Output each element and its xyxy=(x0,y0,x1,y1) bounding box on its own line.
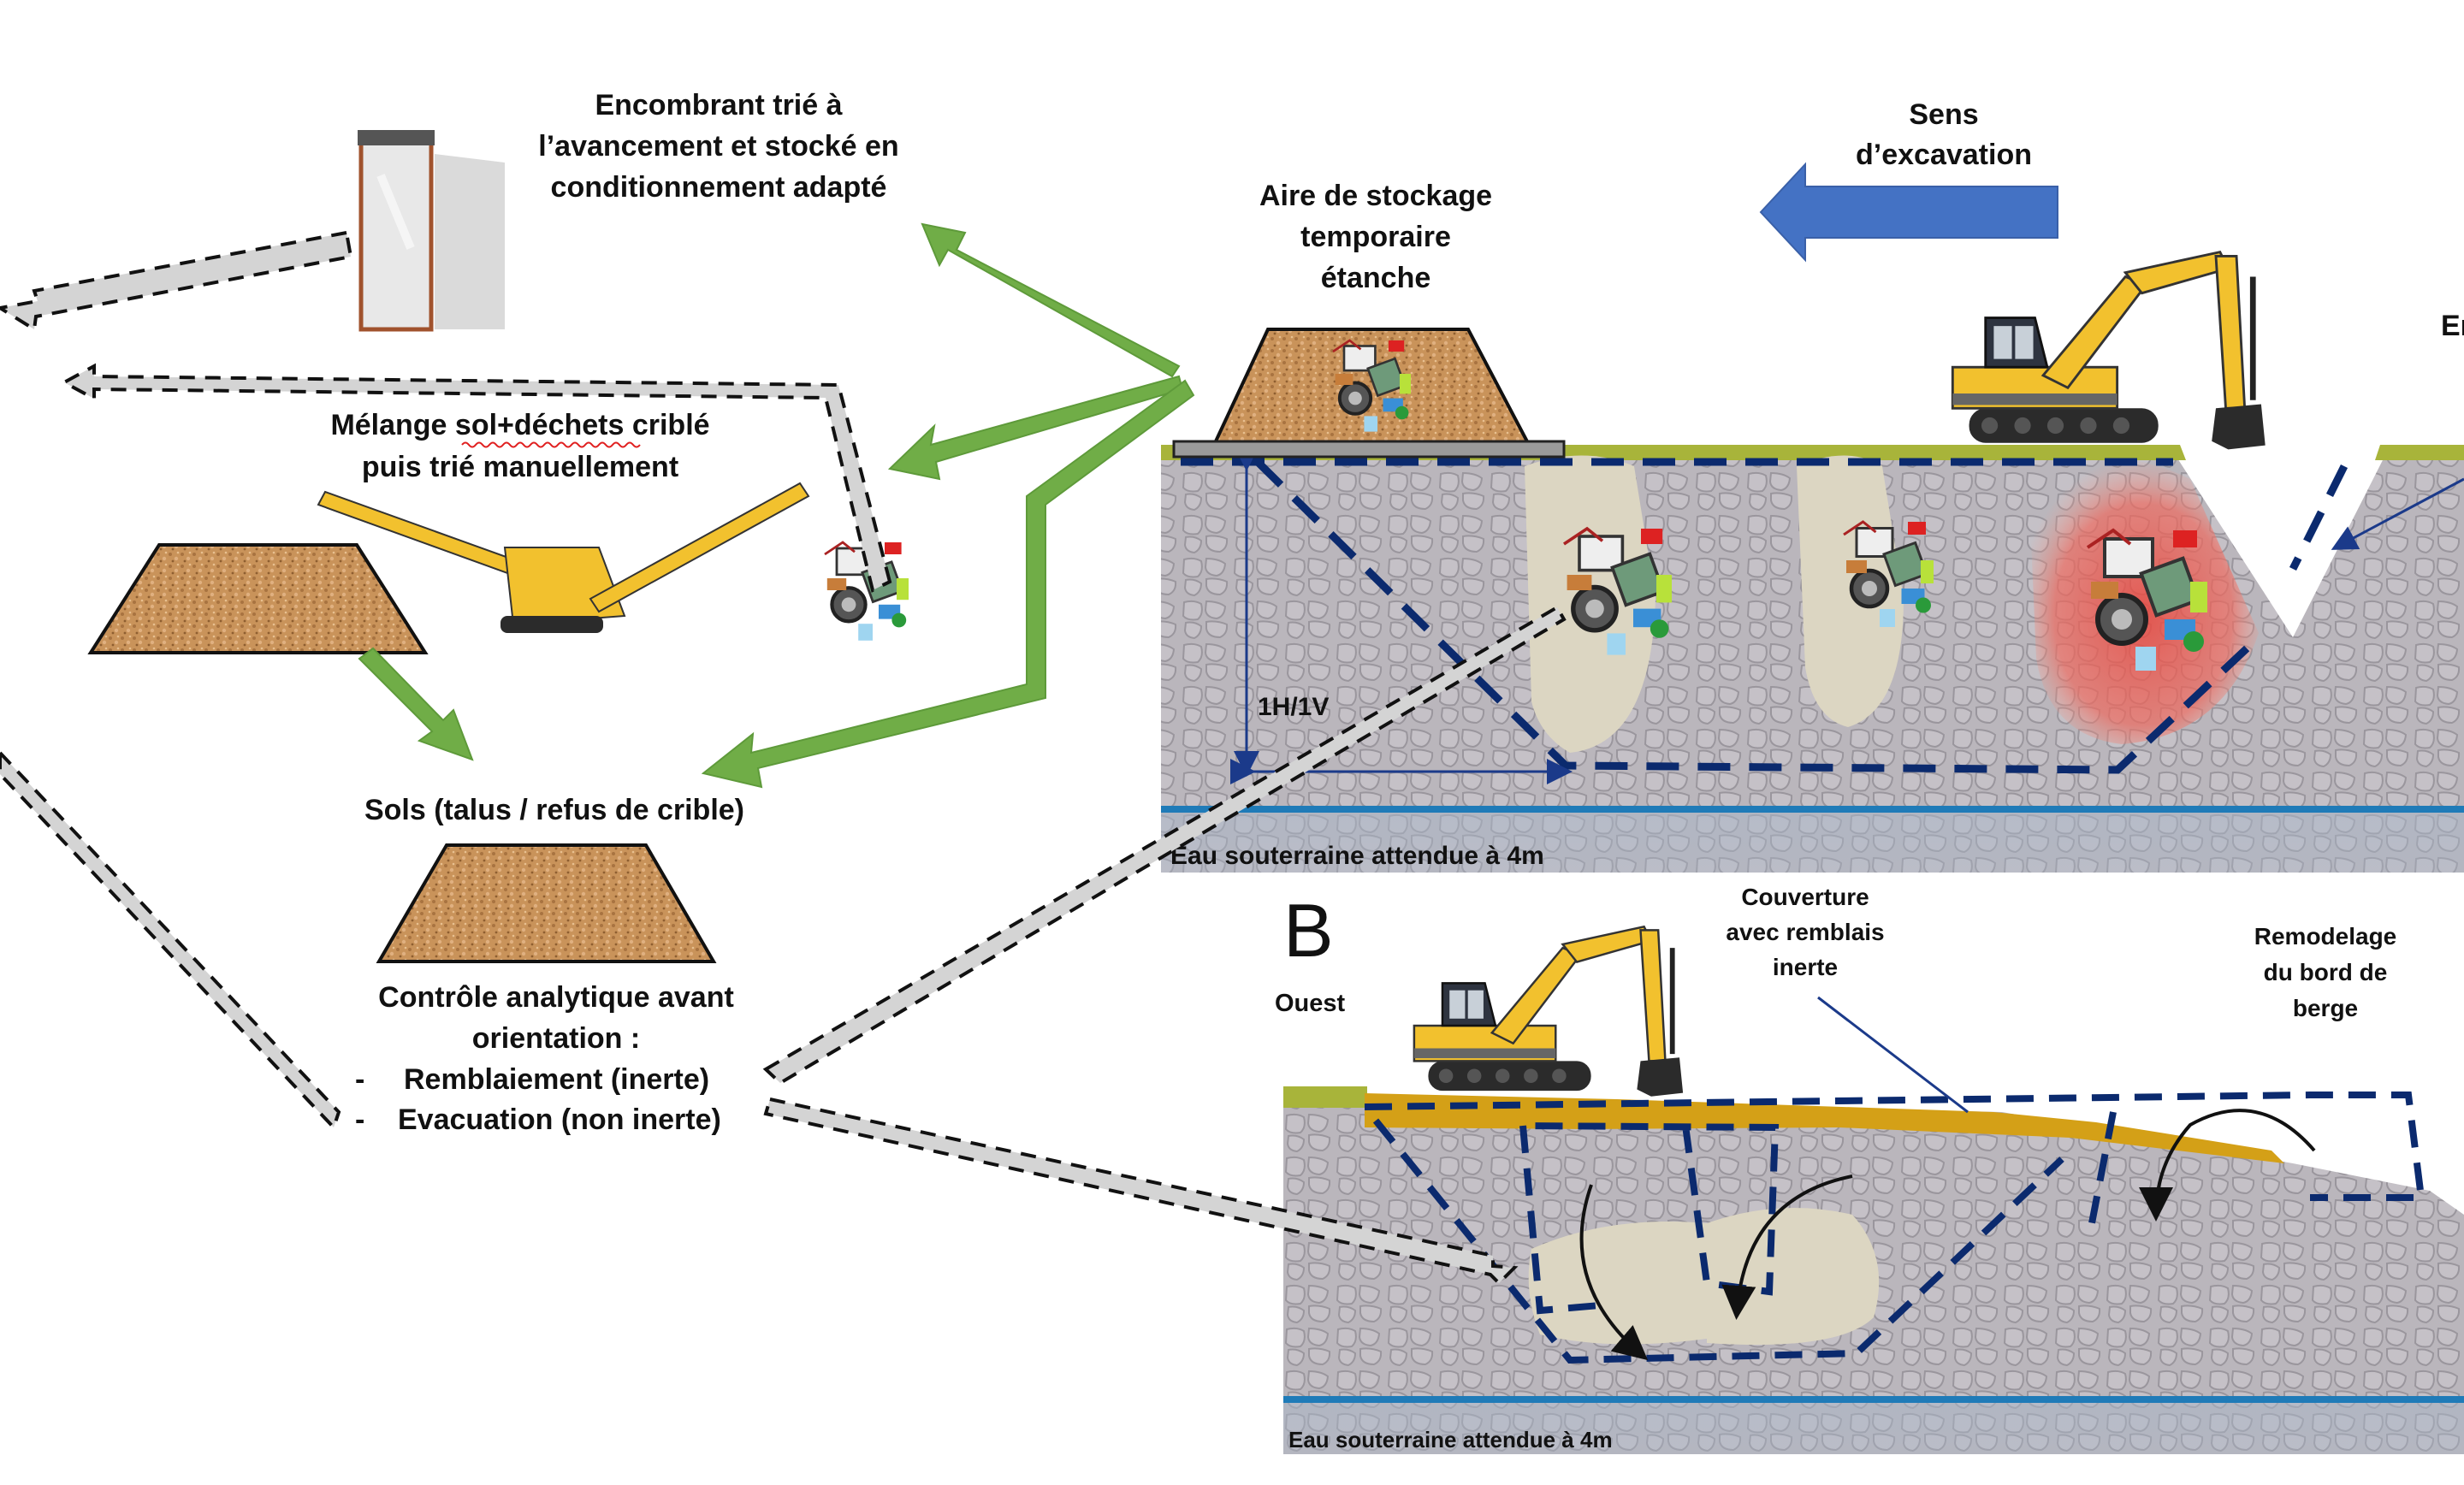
section-b-grass xyxy=(1283,1086,1367,1108)
rework-arrow-3 xyxy=(2139,1109,2316,1222)
svg-text:puis trié manuellement: puis trié manuellement xyxy=(362,451,678,483)
section-b-groundwater-zone xyxy=(1283,1399,2464,1454)
remodelage-label: Remodelage du bord de berge xyxy=(2254,923,2397,1021)
right-slope-pointer xyxy=(2331,477,2464,550)
melange-label: Mélange sol+déchets criblé puis trié man… xyxy=(330,409,709,483)
storage-area-label: Aire de stockage temporaire étanche xyxy=(1259,180,1492,294)
section-b-excavation-outline xyxy=(1364,1092,2426,1364)
svg-text:du bord de: du bord de xyxy=(2264,959,2388,985)
arrow-storage-to-soils xyxy=(701,379,1195,789)
section-a-grass-right xyxy=(2375,445,2464,460)
section-b-pocket-left xyxy=(1528,1222,1707,1345)
svg-text:conditionnement adapté: conditionnement adapté xyxy=(551,171,887,204)
svg-text:-: - xyxy=(355,1103,364,1136)
arrow-screened-to-soils xyxy=(358,647,474,761)
gray-dashed-arrows xyxy=(0,230,1567,1286)
controle-item-evacuation: - Evacuation (non inerte) xyxy=(355,1103,721,1136)
svg-text:Contrôle analytique avant: Contrôle analytique avant xyxy=(378,981,734,1014)
arrow-remblaiement-to-section-b xyxy=(763,1097,1519,1286)
arrow-encombrant-offsite xyxy=(0,230,353,333)
svg-text:Couverture: Couverture xyxy=(1741,884,1869,910)
sens-excavation-label: Sens d’excavation xyxy=(1856,98,2032,171)
svg-text:Sens: Sens xyxy=(1909,98,1978,131)
svg-text:avec remblais: avec remblais xyxy=(1726,919,1884,945)
arrow-sorted-waste-offsite xyxy=(60,363,892,593)
couverture-label: Couverture avec remblais inerte xyxy=(1726,884,1884,980)
green-flow-arrows xyxy=(358,222,1195,789)
section-b-letter: B xyxy=(1283,888,1334,973)
arrow-evacuation-offsite xyxy=(0,750,341,1131)
svg-text:Encombrant trié à: Encombrant trié à xyxy=(595,89,842,121)
inert-cover-layer xyxy=(1365,1093,2284,1163)
rework-arrow-2 xyxy=(1721,1174,1853,1320)
waste-pocket-3-contaminated xyxy=(2028,456,2259,744)
screened-soil-pile xyxy=(87,543,429,654)
slope-ratio-label: 1H/1V xyxy=(1258,693,1329,721)
svg-text:Remblaiement (inerte): Remblaiement (inerte) xyxy=(404,1063,709,1096)
sols-label: Sols (talus / refus de crible) xyxy=(364,794,744,826)
groundwater-label-b: Eau souterraine attendue à 4m xyxy=(1288,1427,1613,1452)
svg-text:berge: berge xyxy=(2293,995,2358,1021)
excavator-a xyxy=(1952,252,2265,450)
excavator-b xyxy=(1414,926,1683,1096)
controle-item-remblaiement: - Remblaiement (inerte) xyxy=(355,1063,709,1096)
ouest-label: Ouest xyxy=(1275,990,1346,1017)
waterproof-liner xyxy=(1172,440,1566,459)
svg-text:inerte: inerte xyxy=(1773,954,1838,980)
excavation-outline-dashed xyxy=(1181,458,2348,774)
cut-off-label-right: En xyxy=(2441,310,2464,342)
svg-text:temporaire: temporaire xyxy=(1300,221,1451,253)
svg-text:Evacuation (non inerte): Evacuation (non inerte) xyxy=(398,1103,721,1136)
section-b-pocket-right xyxy=(1707,1208,1880,1345)
svg-text:d’excavation: d’excavation xyxy=(1856,139,2032,171)
section-a-groundwater-zone xyxy=(1161,809,2464,873)
arrow-storage-to-encombrant xyxy=(921,222,1181,378)
groundwater-label-a: Eau souterraine attendue à 4m xyxy=(1170,842,1544,870)
excavation-direction-arrow xyxy=(1759,162,2058,263)
spellcheck-underline xyxy=(461,441,641,448)
soils-pile xyxy=(376,843,717,963)
rework-arrow-1 xyxy=(1579,1184,1649,1361)
svg-text:Mélange sol+déchets criblé: Mélange sol+déchets criblé xyxy=(330,409,709,441)
encombrant-label: Encombrant trié à l’avancement et stocké… xyxy=(538,89,898,204)
controle-list: - Remblaiement (inerte) - Evacuation (no… xyxy=(355,1063,721,1136)
controle-label: Contrôle analytique avant orientation : xyxy=(378,981,734,1055)
bulky-waste-icon xyxy=(358,130,505,332)
arrow-storage-to-screening xyxy=(887,375,1184,481)
screening-machine-icon xyxy=(317,482,810,633)
section-a-cross-section: 1H/1V Eau souterraine attendue à 4m xyxy=(1161,162,2464,873)
svg-text:Aire de stockage: Aire de stockage xyxy=(1259,180,1492,212)
section-b-cross-section: B Ouest Couverture avec remblais inerte … xyxy=(1275,884,2464,1454)
svg-text:orientation :: orientation : xyxy=(472,1022,640,1055)
svg-text:étanche: étanche xyxy=(1321,262,1431,294)
svg-text:Remodelage: Remodelage xyxy=(2254,923,2397,950)
couverture-pointer xyxy=(1817,996,1969,1114)
arrow-remblaiement-to-section-a xyxy=(762,605,1567,1086)
svg-text:-: - xyxy=(355,1063,364,1096)
svg-text:l’avancement et stocké en: l’avancement et stocké en xyxy=(538,130,898,163)
